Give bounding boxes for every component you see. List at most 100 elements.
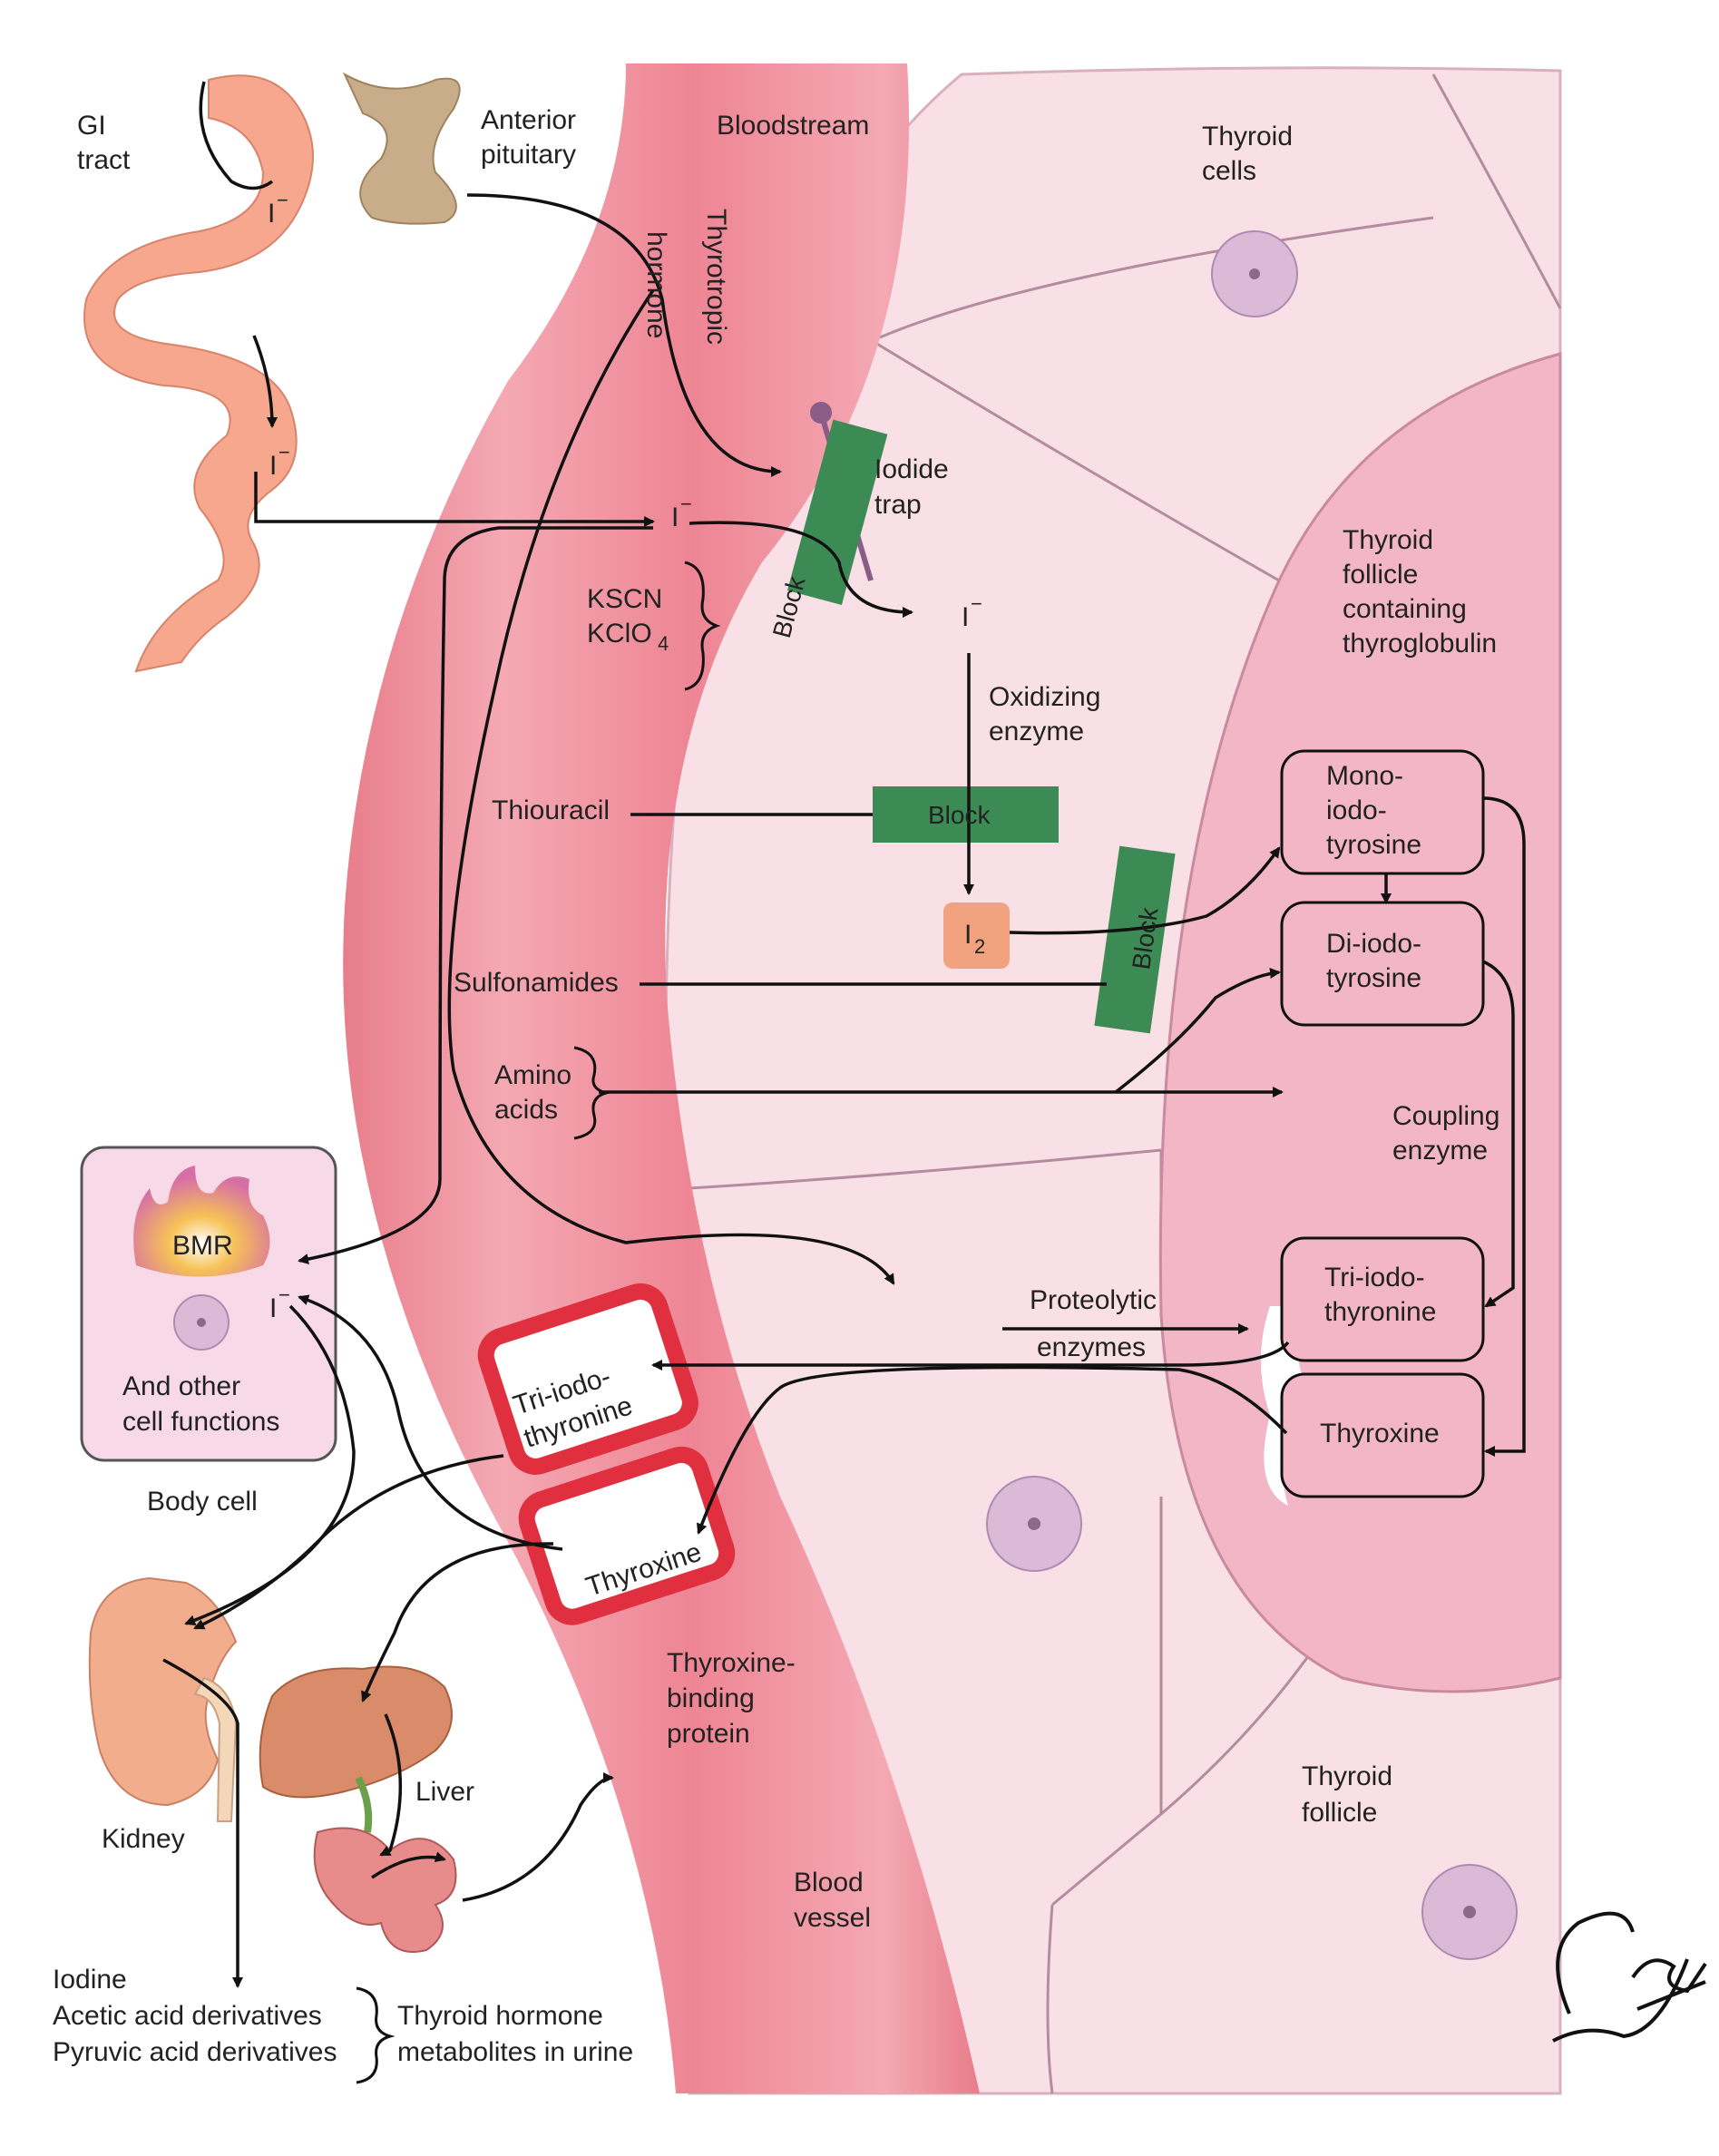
svg-text:Anterior: Anterior — [481, 105, 576, 135]
thiouracil-label: Thiouracil — [492, 795, 610, 825]
gi-tract-label: GI tract — [77, 111, 131, 175]
svg-text:Thyroid: Thyroid — [1202, 122, 1293, 151]
t3-to-bodycell-arrow — [298, 1294, 563, 1551]
bmr-label: BMR — [172, 1231, 233, 1261]
svg-text:vessel: vessel — [794, 1903, 871, 1933]
amino-to-dit-arrow — [1114, 968, 1281, 1094]
svg-text:protein: protein — [667, 1719, 750, 1749]
urine-brace — [356, 1986, 396, 2084]
ureter — [193, 1676, 238, 1822]
i2-subscript: 2 — [974, 935, 985, 958]
blood-vessel — [343, 63, 980, 2093]
nucleus — [986, 1476, 1082, 1572]
thyroid-follicle-colloid-label: Thyroid follicle containing thyroglobuli… — [1343, 525, 1497, 659]
anterior-pituitary-label: Anterior pituitary — [481, 105, 576, 170]
thyroxine-follicle-label: Thyroxine — [1320, 1419, 1440, 1449]
iodide-body-charge: − — [278, 1283, 290, 1306]
i2-box — [943, 902, 1010, 969]
block-bar-sulfonamide — [1094, 845, 1176, 1034]
kscn-label: KSCN — [587, 584, 662, 614]
svg-text:pituitary: pituitary — [481, 140, 576, 170]
gi-path-mid — [252, 335, 278, 428]
sulfonamides-label: Sulfonamides — [454, 968, 619, 998]
svg-text:Amino: Amino — [494, 1060, 571, 1090]
mit-coupling-arrow — [1482, 796, 1526, 1457]
svg-text:Iodide: Iodide — [874, 454, 949, 484]
svg-text:cells: cells — [1202, 156, 1256, 186]
svg-text:tyrosine: tyrosine — [1326, 830, 1421, 860]
t3-to-kidney-arrow — [193, 1454, 504, 1630]
gi-tract — [83, 74, 314, 673]
thyroid-cell-boundaries — [689, 73, 1562, 2094]
gi-to-blood-arrow — [254, 472, 655, 527]
blood-iodide-to-bodycell-arrow — [298, 526, 653, 1264]
kclo4-label: KClO — [587, 619, 652, 649]
svg-text:follicle: follicle — [1343, 560, 1418, 590]
svg-text:tyrosine: tyrosine — [1326, 963, 1421, 993]
thyroid-cells-label: Thyroid cells — [1202, 122, 1293, 186]
t3-release-arrow — [651, 1341, 1290, 1371]
anion-brace — [684, 561, 721, 691]
svg-text:acids: acids — [494, 1095, 558, 1125]
kidney-to-urine-arrow — [162, 1658, 243, 1988]
svg-text:metabolites in urine: metabolites in urine — [397, 2037, 633, 2067]
block-bar-thiouracil — [873, 786, 1059, 843]
i2-label: I — [964, 920, 972, 950]
iodide-body: I — [269, 1293, 277, 1323]
block-label-thiouracil: Block — [928, 801, 991, 829]
svg-text:Thyroid: Thyroid — [1302, 1761, 1392, 1791]
thyroid-follicle-label: Thyroid follicle — [1302, 1761, 1392, 1828]
kclo4-subscript: 4 — [658, 632, 669, 655]
coupling-enzyme-label: Coupling enzyme — [1392, 1101, 1499, 1166]
nucleus — [1211, 230, 1298, 317]
svg-text:Tri-iodo-: Tri-iodo- — [1324, 1263, 1425, 1293]
mono-iodotyrosine-label: Mono- iodo- tyrosine — [1326, 761, 1421, 860]
anterior-pituitary — [342, 72, 461, 225]
liver-label: Liver — [415, 1777, 474, 1807]
urine-items-list: Iodine Acetic acid derivatives Pyruvic a… — [53, 1965, 337, 2067]
tsh-to-follicle-arrow — [447, 289, 895, 1285]
tri-iodothyronine-follicle-box — [1280, 1236, 1485, 1362]
iodide-into-cell-arrow — [689, 521, 913, 618]
svg-text:Blood: Blood — [794, 1868, 864, 1897]
iodide-trap-head — [810, 402, 832, 424]
bmr-flame — [133, 1166, 270, 1277]
svg-text:binding: binding — [667, 1683, 755, 1713]
svg-text:containing: containing — [1343, 594, 1467, 624]
svg-text:Mono-: Mono- — [1326, 761, 1403, 791]
svg-text:Oxidizing: Oxidizing — [989, 682, 1100, 712]
other-cell-functions-label: And other cell functions — [122, 1371, 279, 1437]
svg-text:And other: And other — [122, 1371, 240, 1401]
iodide-gi-2-charge: − — [278, 441, 290, 463]
artist-signature — [1552, 1911, 1707, 2043]
iodide-cell-charge: − — [971, 592, 982, 615]
svg-text:Di-iodo-: Di-iodo- — [1326, 929, 1421, 959]
pathway-arrows — [162, 81, 1526, 1988]
svg-text:Iodine: Iodine — [53, 1965, 127, 1995]
dit-coupling-arrow — [1482, 960, 1515, 1308]
iodide-trap-label: Iodide trap — [874, 454, 949, 520]
thyrotropic-label: Thyrotropic — [701, 209, 731, 345]
svg-text:Proteolytic: Proteolytic — [1030, 1285, 1157, 1315]
thyroxine-blood-box — [518, 1446, 736, 1625]
i2-to-mit-arrow — [1009, 846, 1281, 935]
oxidizing-enzyme-label: Oxidizing enzyme — [989, 682, 1100, 746]
hormone-label: hormone — [641, 231, 671, 338]
proteolytic-enzymes-label: Proteolytic enzymes — [1030, 1285, 1157, 1362]
di-iodotyrosine-label: Di-iodo- tyrosine — [1326, 929, 1421, 993]
bloodstream-label: Bloodstream — [717, 111, 869, 141]
t4-to-liver-arrow — [361, 1542, 554, 1702]
liver-to-intestine-arrow — [379, 1713, 403, 1857]
thyroxine-binding-protein-label: Thyroxine- binding protein — [667, 1648, 796, 1749]
t4-release-arrow — [696, 1365, 1288, 1535]
gi-path — [199, 81, 274, 190]
block-bar-anion — [787, 419, 888, 606]
kidney — [88, 1576, 238, 1807]
nucleus — [173, 1294, 230, 1351]
svg-text:enzyme: enzyme — [989, 717, 1084, 746]
iodide-gi-2: I — [269, 451, 277, 481]
thyroxine-follicle-box — [1280, 1372, 1485, 1498]
svg-text:iodo-: iodo- — [1326, 795, 1387, 825]
nucleus — [1421, 1864, 1518, 1960]
svg-text:Thyroid hormone: Thyroid hormone — [397, 2001, 603, 2031]
